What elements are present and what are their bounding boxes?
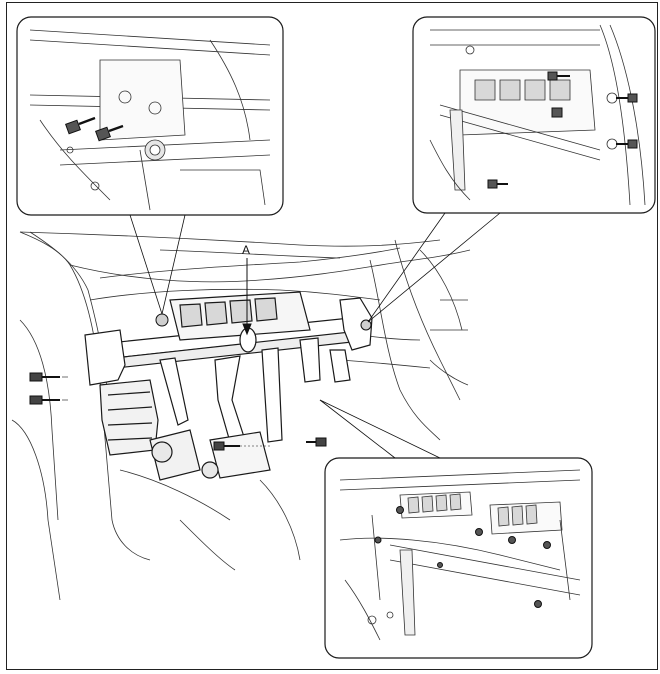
left-side-bolts <box>29 372 68 405</box>
callout-connector-bottom-right <box>319 399 441 459</box>
cowl-cross-member <box>84 291 373 481</box>
callout-connector-top-right <box>367 212 501 323</box>
diagram-frame <box>6 2 658 670</box>
label-a-leader <box>242 258 252 336</box>
detail-callout-top-right <box>412 16 656 214</box>
main-fastener-marker <box>155 313 372 331</box>
center-bolts <box>213 437 327 451</box>
detail-callout-top-left <box>16 16 284 216</box>
callout-connector-top-left <box>129 214 186 315</box>
vehicle-body-lines <box>11 231 471 601</box>
callout-label-a: A <box>242 243 251 257</box>
detail-callout-bottom-right <box>324 457 593 659</box>
